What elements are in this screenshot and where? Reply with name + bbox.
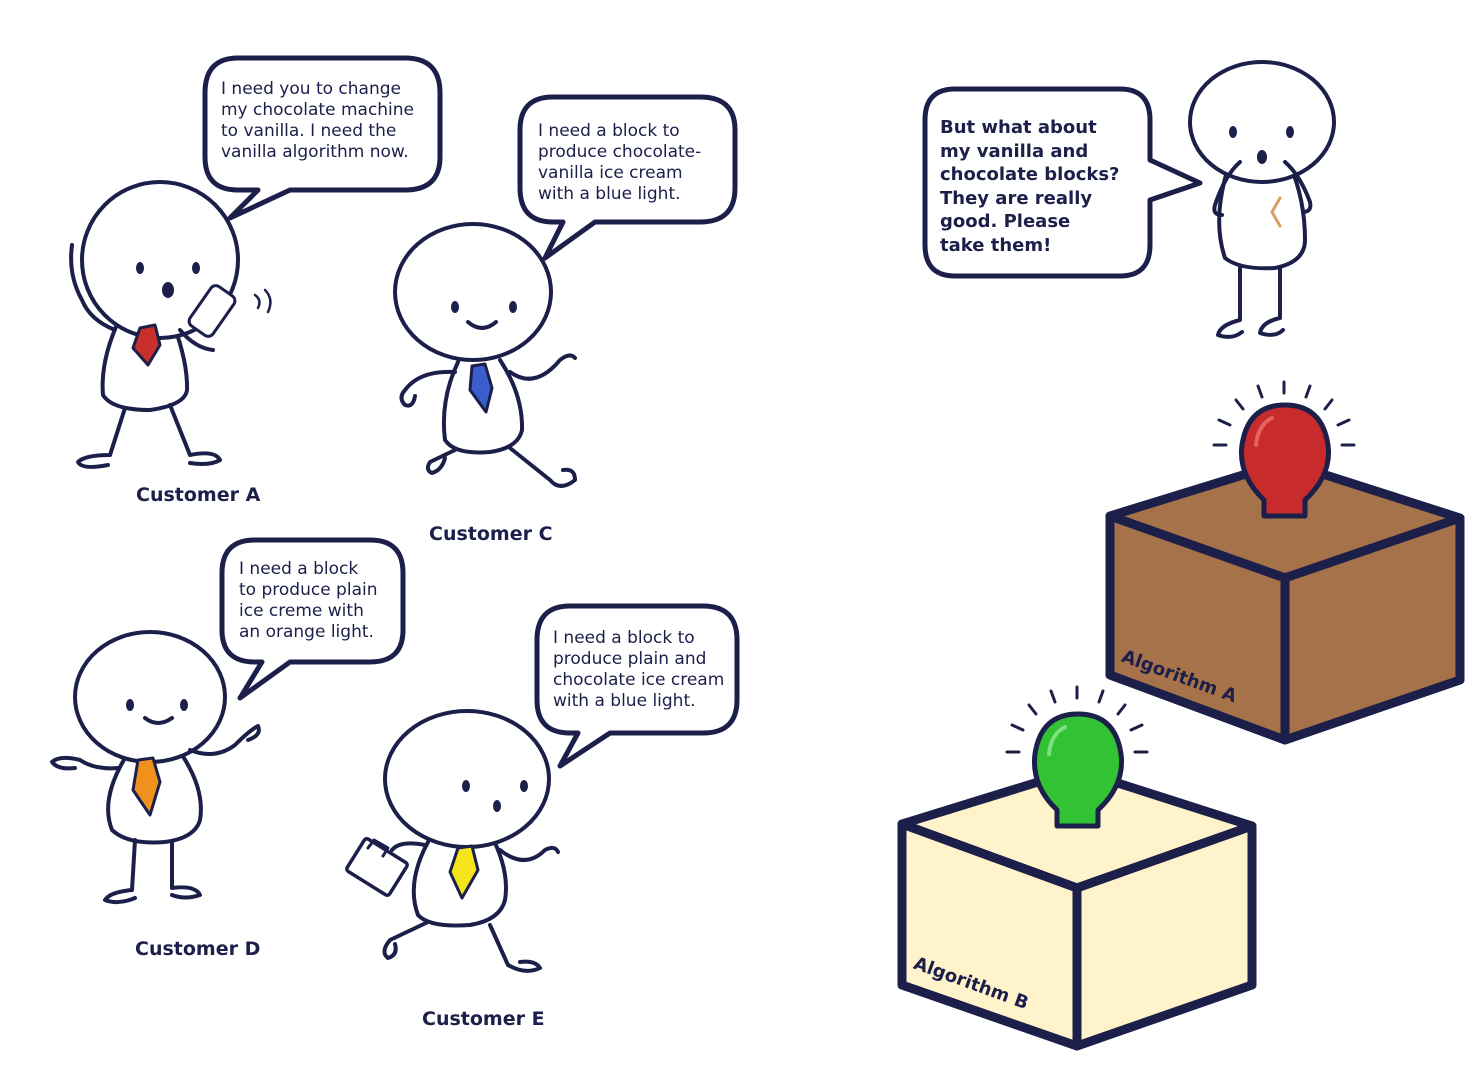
speech-text-developer: But what about my vanilla and chocolate … <box>940 117 1120 256</box>
speech-bubble-developer <box>922 86 1203 279</box>
box-b-side <box>1072 821 1257 1051</box>
speech-bubble-customer-e <box>534 603 740 769</box>
figure-customer-e <box>345 709 560 973</box>
speech-bubble-customer-a <box>202 55 443 221</box>
figure-customer-c <box>393 222 577 488</box>
box-a-side <box>1280 513 1465 745</box>
block-algorithm-a <box>1105 380 1465 745</box>
caption-customer-e: Customer E <box>422 1008 545 1030</box>
caption-customer-d: Customer D <box>135 938 261 960</box>
speech-text-customer-d: I need a block to produce plain ice crem… <box>239 559 378 642</box>
speech-bubble-customer-c <box>517 94 738 261</box>
speech-bubble-customer-d <box>219 537 406 701</box>
caption-customer-a: Customer A <box>136 484 261 506</box>
speech-text-customer-a: I need you to change my chocolate machin… <box>221 79 415 162</box>
figure-customer-d <box>50 630 261 905</box>
block-algorithm-b <box>897 685 1257 1051</box>
caption-customer-c: Customer C <box>429 523 553 545</box>
figure-customer-a <box>69 180 272 469</box>
figure-developer <box>1188 60 1336 339</box>
speech-text-customer-e: I need a block to produce plain and choc… <box>553 628 725 711</box>
speech-text-customer-c: I need a block to produce chocolate- van… <box>538 121 702 204</box>
bulb-b <box>1031 711 1125 829</box>
bulb-a <box>1238 402 1332 519</box>
